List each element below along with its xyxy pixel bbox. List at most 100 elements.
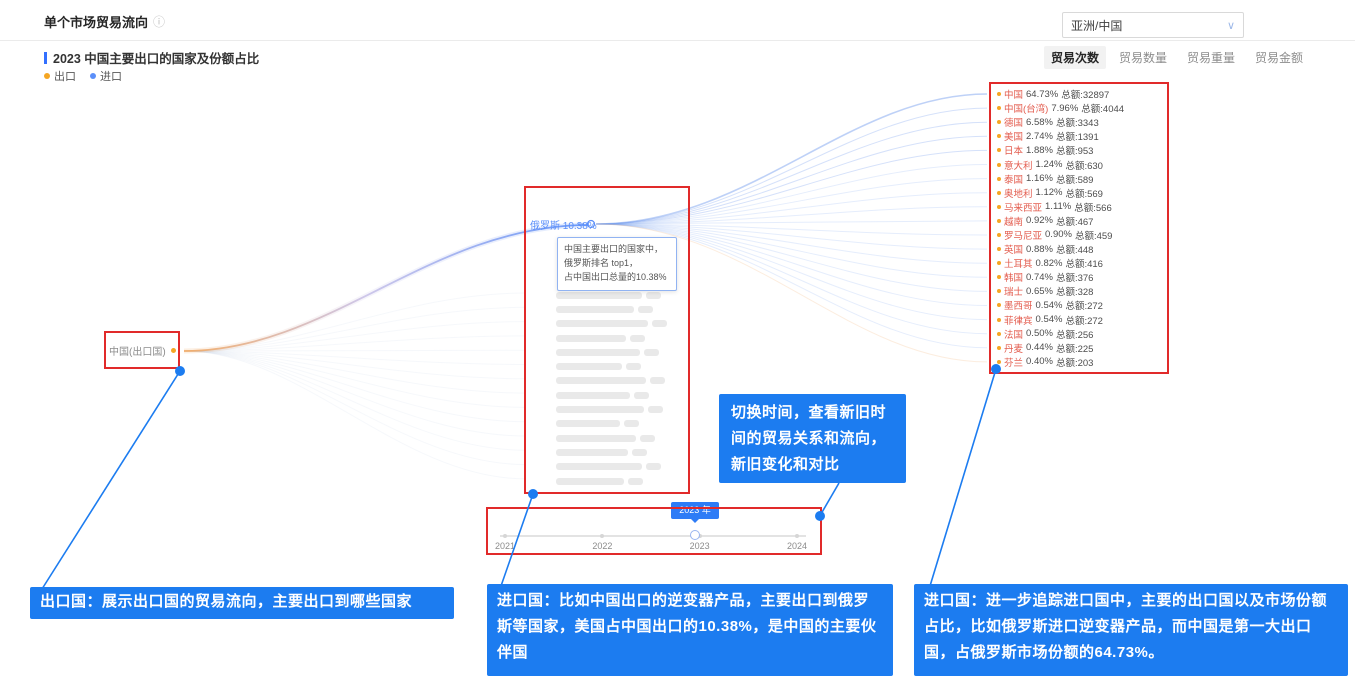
- import-source-row[interactable]: 德国 6.58% 总额:3343: [997, 115, 1161, 129]
- tooltip-line-2: 俄罗斯排名 top1，: [564, 257, 639, 268]
- import-source-row[interactable]: 丹麦 0.44% 总额:225: [997, 341, 1161, 355]
- import-source-row[interactable]: 日本 1.88% 总额:953: [997, 143, 1161, 157]
- highlight-node-russia[interactable]: 俄罗斯 10.38%: [530, 221, 597, 232]
- import-source-row[interactable]: 英国 0.88% 总额:448: [997, 242, 1161, 256]
- country-name: 美国: [1004, 132, 1024, 144]
- import-source-row[interactable]: 意大利 1.24% 总额:630: [997, 157, 1161, 172]
- country-name: 泰国: [1004, 174, 1024, 186]
- import-source-list: 中国 64.73% 总额:32897 中国(台湾) 7.96% 总额:4044 …: [989, 82, 1169, 374]
- import-source-row[interactable]: 瑞士 0.65% 总额:328: [997, 284, 1161, 298]
- faded-country-row: [556, 359, 676, 373]
- page-title-bar: 单个市场贸易流向 ⓘ: [44, 12, 165, 31]
- timeline-handle[interactable]: [690, 530, 700, 540]
- trade-metric-tab[interactable]: 贸易数量: [1112, 46, 1174, 69]
- country-percent: 0.50%: [1026, 328, 1053, 340]
- import-source-row[interactable]: 韩国 0.74% 总额:376: [997, 270, 1161, 284]
- export-dot-icon: [997, 232, 1001, 237]
- country-percent: 0.54%: [1035, 314, 1063, 326]
- faded-country-row: [556, 388, 676, 402]
- export-dot-icon: [997, 303, 1001, 308]
- country-percent: 0.92%: [1026, 215, 1053, 227]
- export-dot-icon: [997, 148, 1001, 153]
- country-name: 墨西哥: [1004, 301, 1033, 313]
- import-source-row[interactable]: 芬兰 0.40% 总额:203: [997, 355, 1161, 369]
- section-title: 2023 中国主要出口的国家及份额占比: [53, 52, 260, 66]
- country-percent: 0.74%: [1026, 271, 1053, 283]
- country-percent: 0.44%: [1026, 342, 1053, 354]
- country-total: 总额:272: [1065, 315, 1103, 327]
- import-source-row[interactable]: 马来西亚 1.11% 总额:566: [997, 200, 1161, 214]
- export-dot-icon: [997, 247, 1001, 252]
- faded-country-row: [556, 302, 676, 316]
- legend-import-label: 进口: [100, 71, 122, 83]
- info-icon[interactable]: ⓘ: [153, 15, 166, 29]
- callout-dot-import: [528, 489, 538, 499]
- timeline-ticks: [503, 534, 799, 538]
- country-percent: 1.16%: [1026, 173, 1053, 185]
- country-name: 土耳其: [1004, 259, 1033, 271]
- legend: 出口 进口: [44, 68, 122, 84]
- country-percent: 1.12%: [1035, 187, 1063, 199]
- faded-country-row: [556, 288, 676, 302]
- timeline-tick: [794, 534, 799, 538]
- export-dot-icon: [997, 218, 1001, 223]
- country-percent: 0.65%: [1026, 285, 1053, 297]
- export-dot-icon: [997, 134, 1001, 139]
- import-source-row[interactable]: 法国 0.50% 总额:256: [997, 327, 1161, 341]
- trade-metric-tab[interactable]: 贸易次数: [1043, 46, 1106, 69]
- country-total: 总额:589: [1055, 174, 1094, 186]
- country-name: 奥地利: [1004, 188, 1033, 200]
- country-percent: 0.90%: [1045, 229, 1072, 241]
- country-total: 总额:272: [1065, 301, 1103, 313]
- country-percent: 1.88%: [1026, 144, 1053, 156]
- timeline-year-label: 2024: [786, 541, 807, 551]
- country-name: 马来西亚: [1004, 202, 1043, 214]
- trade-metric-tab[interactable]: 贸易重量: [1180, 46, 1242, 69]
- import-source-row[interactable]: 中国(台湾) 7.96% 总额:4044: [997, 101, 1161, 115]
- annotation-export-note: 出口国：展示出口国的贸易流向，主要出口到哪些国家: [30, 587, 454, 619]
- import-source-row[interactable]: 土耳其 0.82% 总额:416: [997, 256, 1161, 270]
- country-total: 总额:32897: [1061, 90, 1110, 102]
- timeline-track[interactable]: [500, 535, 806, 537]
- export-dot-icon: [997, 275, 1001, 280]
- import-dot-icon: [90, 73, 96, 79]
- faded-country-row: [556, 431, 676, 445]
- region-select[interactable]: 亚洲/中国 ∨: [1062, 12, 1244, 38]
- import-source-row[interactable]: 墨西哥 0.54% 总额:272: [997, 298, 1161, 312]
- chevron-down-icon: ∨: [1226, 19, 1235, 32]
- annotation-import-note: 进口国：比如中国出口的逆变器产品，主要出口到俄罗斯等国家，美国占中国出口的10.…: [487, 584, 893, 676]
- import-source-row[interactable]: 泰国 1.16% 总额:589: [997, 172, 1161, 186]
- country-total: 总额:448: [1055, 245, 1094, 257]
- country-name: 英国: [1004, 245, 1024, 257]
- legend-export-label: 出口: [54, 71, 76, 83]
- import-source-row[interactable]: 菲律宾 0.54% 总额:272: [997, 313, 1161, 327]
- source-node-label: 中国(出口国): [109, 347, 166, 358]
- page-title: 单个市场贸易流向: [44, 15, 149, 30]
- export-dot-icon: [997, 204, 1001, 209]
- export-dot-icon: [997, 331, 1001, 336]
- import-source-row[interactable]: 奥地利 1.12% 总额:569: [997, 186, 1161, 200]
- faded-country-row: [556, 374, 676, 388]
- country-name: 意大利: [1004, 160, 1033, 172]
- faded-country-row: [556, 331, 676, 345]
- export-dot-icon: [997, 317, 1001, 322]
- import-source-row[interactable]: 越南 0.92% 总额:467: [997, 214, 1161, 228]
- export-dot-icon: [997, 106, 1001, 111]
- import-source-row[interactable]: 罗马尼亚 0.90% 总额:459: [997, 228, 1161, 242]
- region-select-value: 亚洲/中国: [1071, 18, 1123, 33]
- faded-country-row: [556, 445, 676, 459]
- tooltip-line-1: 中国主要出口的国家中，: [564, 244, 664, 254]
- import-source-row[interactable]: 美国 2.74% 总额:1391: [997, 129, 1161, 143]
- country-percent: 2.74%: [1026, 130, 1053, 142]
- section-accent-bar: [44, 51, 47, 64]
- source-node-china[interactable]: 中国(出口国): [109, 343, 176, 358]
- export-dot-icon: [997, 120, 1001, 125]
- callout-dot-export: [175, 366, 185, 376]
- country-total: 总额:416: [1065, 259, 1103, 271]
- country-name: 罗马尼亚: [1004, 230, 1043, 242]
- trade-metric-tab[interactable]: 贸易金额: [1248, 46, 1310, 69]
- node-tooltip: 中国主要出口的国家中， 俄罗斯排名 top1， 占中国出口总量的10.38%: [557, 237, 677, 291]
- source-node-dot-icon: [170, 348, 176, 353]
- import-source-row[interactable]: 中国 64.73% 总额:32897: [997, 87, 1161, 101]
